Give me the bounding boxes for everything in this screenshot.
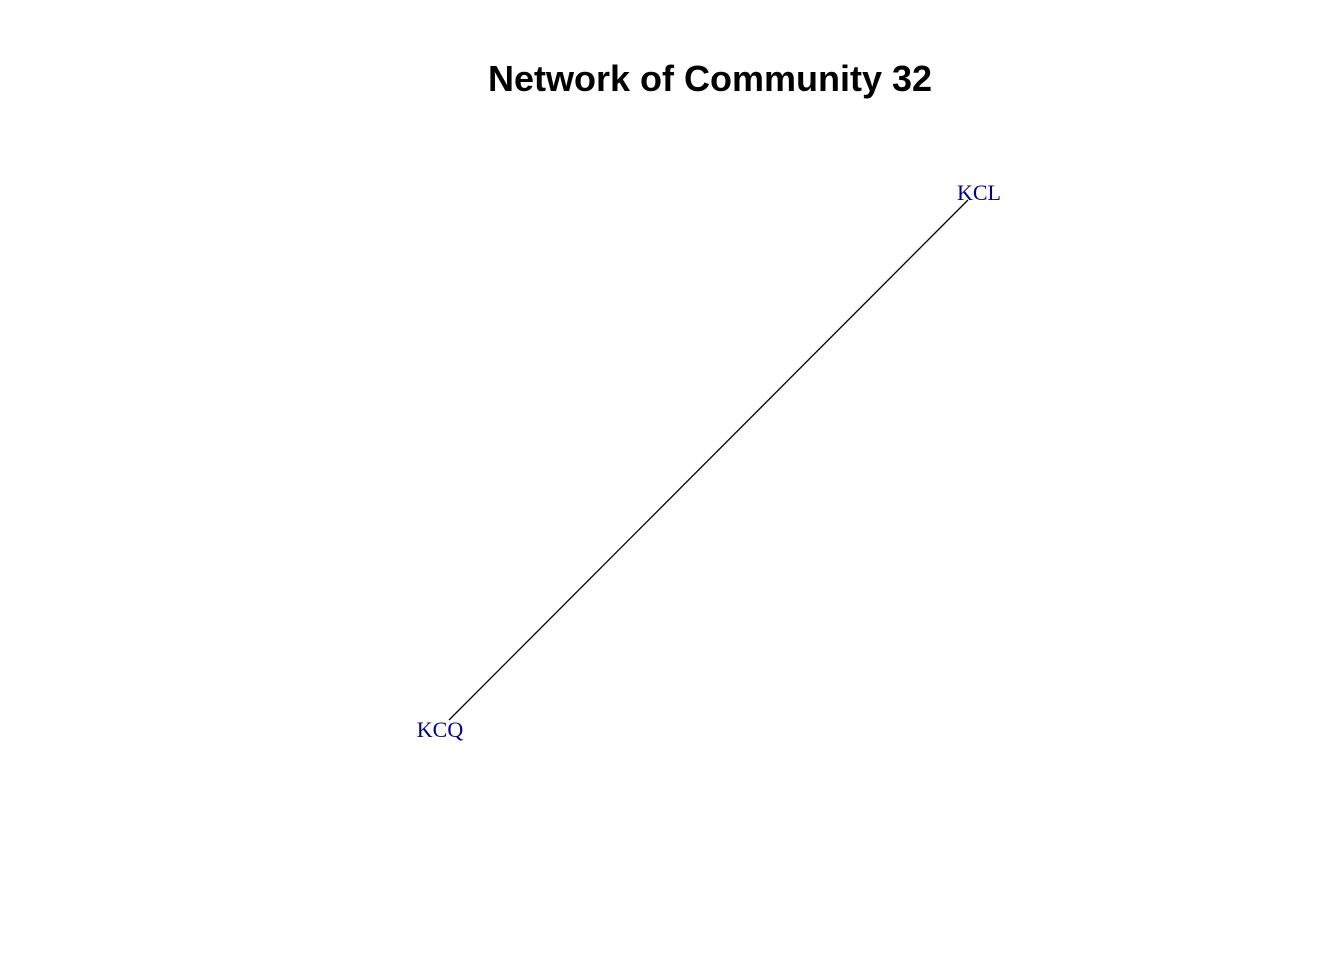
edges-layer bbox=[448, 199, 969, 721]
node-label-kcl: KCL bbox=[957, 180, 1001, 205]
nodes-layer: KCL KCQ bbox=[417, 180, 1001, 742]
plot-title: Network of Community 32 bbox=[487, 58, 933, 99]
node-label-kcq: KCQ bbox=[417, 717, 464, 742]
edge-kcl-kcq bbox=[448, 199, 969, 721]
